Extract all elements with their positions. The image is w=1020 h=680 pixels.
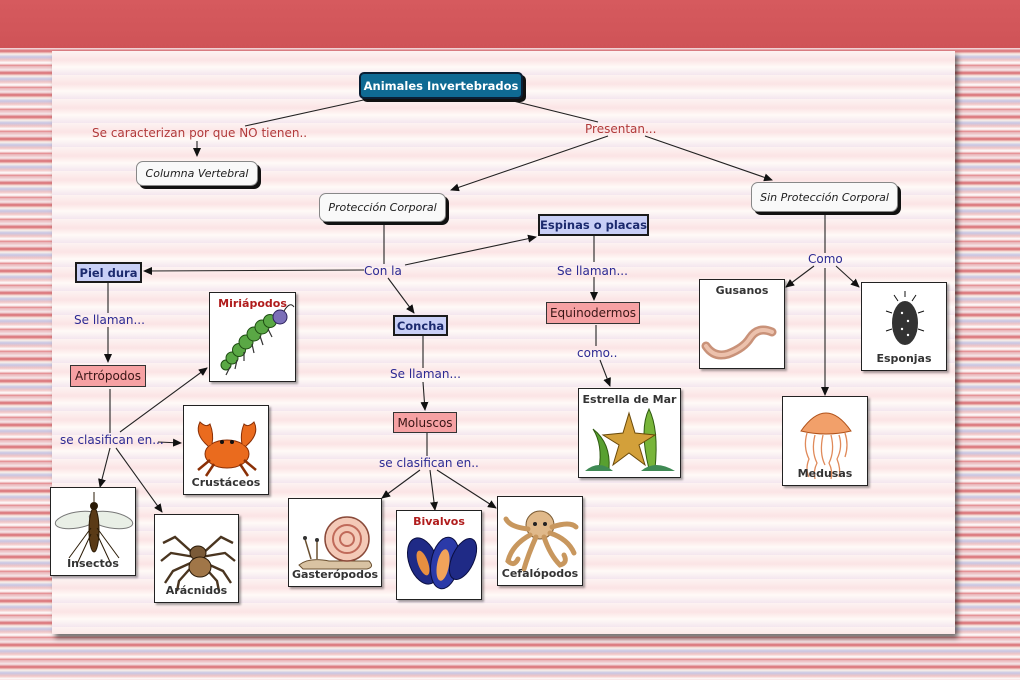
spider-icon [160, 535, 236, 592]
mosquito-icon [54, 492, 134, 565]
node-proteccion-corporal: Protección Corporal [319, 193, 446, 222]
card-cefalopodos: Cefalópodos [497, 496, 583, 586]
node-concha: Concha [393, 315, 448, 336]
card-label: Miriápodos [218, 297, 287, 310]
jellyfish-icon [800, 412, 852, 480]
card-label: Crustáceos [191, 476, 261, 489]
card-label: Gasterópodos [291, 568, 379, 581]
card-label: Bivalvos [413, 515, 465, 528]
link-presentan: Presentan... [585, 122, 657, 136]
card-label: Medusas [797, 467, 853, 480]
node-label: Moluscos [397, 415, 453, 430]
node-animales-invertebrados: Animales Invertebrados [359, 72, 523, 99]
card-estrella-de-mar: Estrella de Mar [578, 388, 681, 478]
link-con-la: Con la [364, 264, 402, 278]
node-label: Concha [396, 318, 445, 333]
link-como-sin-proteccion: Como [808, 252, 843, 266]
node-label: Artrópodos [74, 369, 142, 383]
node-label: Columna Vertebral [145, 167, 249, 180]
snail-icon [298, 516, 373, 570]
card-crustaceos: Crustáceos [183, 405, 269, 495]
link-caracterizan: Se caracterizan por que NO tienen.. [92, 126, 308, 140]
link-se-clasifican-artropodos: se clasifican en... [60, 433, 164, 447]
starfish-icon [585, 407, 675, 471]
node-label: Piel dura [79, 265, 138, 280]
mussel-icon [406, 536, 478, 590]
card-label: Insectos [67, 557, 119, 570]
node-label: Protección Corporal [328, 201, 437, 214]
card-miriapodos: Miriápodos [209, 292, 296, 382]
worm-icon [701, 325, 777, 360]
millipede-icon [220, 304, 295, 376]
link-se-llaman-espinas: Se llaman... [557, 264, 628, 278]
node-equinodermos: Equinodermos [546, 302, 640, 324]
link-se-clasifican-moluscos: se clasifican en.. [379, 456, 479, 470]
node-artropodos: Artrópodos [70, 365, 146, 387]
sponge-icon [885, 291, 925, 345]
card-aracnidos: Arácnidos [154, 514, 239, 603]
link-se-llaman-concha: Se llaman... [390, 367, 461, 381]
card-label: Esponjas [876, 352, 932, 365]
card-label: Arácnidos [165, 584, 228, 597]
card-bivalvos: Bivalvos [396, 510, 482, 600]
node-label: Equinodermos [549, 306, 637, 320]
octopus-icon [503, 510, 579, 572]
card-label: Gusanos [715, 284, 769, 297]
node-label: Animales Invertebrados [363, 78, 519, 93]
node-sin-proteccion-corporal: Sin Protección Corporal [751, 182, 898, 212]
card-gusanos: Gusanos [699, 279, 785, 369]
node-moluscos: Moluscos [393, 412, 457, 433]
node-espinas-placas: Espinas o placas [538, 214, 649, 236]
node-columna-vertebral: Columna Vertebral [136, 161, 258, 186]
card-label: Estrella de Mar [582, 393, 677, 406]
card-medusas: Medusas [782, 396, 868, 486]
node-label: Sin Protección Corporal [760, 190, 889, 204]
card-insectos: Insectos [50, 487, 136, 576]
crab-icon [197, 421, 257, 477]
card-label: Cefalópodos [501, 567, 579, 580]
node-piel-dura: Piel dura [75, 262, 142, 283]
card-esponjas: Esponjas [861, 282, 947, 371]
node-label: Espinas o placas [540, 218, 647, 232]
card-gasteropodos: Gasterópodos [288, 498, 382, 587]
link-como-equinodermos: como.. [577, 346, 618, 360]
link-se-llaman-piel: Se llaman... [74, 313, 145, 327]
